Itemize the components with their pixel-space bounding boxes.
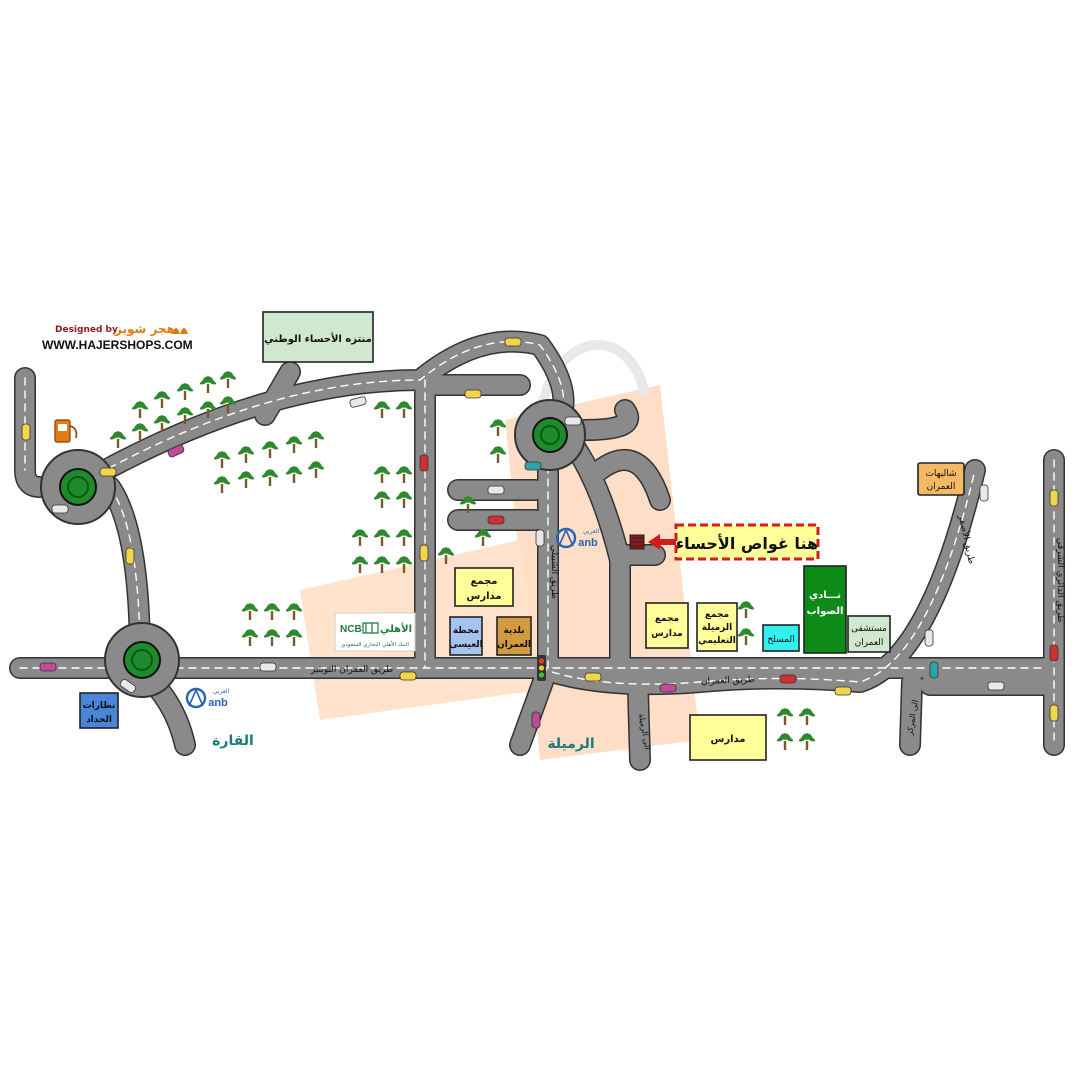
schools-complex-1: مجمع مدارس <box>454 567 514 607</box>
station-label: محطة العيسى <box>449 616 483 656</box>
rumaila-education-complex: مجمع الرميلة التعليمي <box>696 602 738 652</box>
ncb-ar: الأهلي <box>380 622 412 635</box>
optics-line-1: نظارات <box>83 701 116 711</box>
municipality-label: بلدية العمران <box>496 616 532 656</box>
rumaila-line-3: التعليمي <box>698 636 736 646</box>
town-qara: القارة <box>212 733 254 749</box>
ncb-bank-logo: NCB الأهلي البنك الأهلي التجاري السعودي <box>334 612 416 652</box>
chalets-label: شاليهات العمران <box>917 462 965 496</box>
optics-shop-label: نظارات الحداد <box>79 692 119 729</box>
anb-bank-logo-north: العربي anb <box>555 527 600 549</box>
road-dairi: طريق الدائري الشرقي <box>1055 538 1065 623</box>
anb-ar-south: العربي <box>213 688 230 695</box>
town-labels: القارة الرميلة <box>212 733 595 752</box>
roundabout-qara <box>104 622 180 698</box>
schools-complex-1-line-1: مجمع <box>471 576 498 587</box>
brand-name: هجر شوبز <box>114 322 175 337</box>
roundabout-north <box>514 399 586 471</box>
chalets-line-1: شاليهات <box>925 469 956 479</box>
traffic-light-icon <box>537 655 546 681</box>
roundabout-west <box>40 449 116 525</box>
park-label: منتزه الأحساء الوطني <box>262 311 374 363</box>
town-rumaila: الرميلة <box>547 736 594 752</box>
chalets-line-2: العمران <box>927 482 956 492</box>
anb-ar-north: العربي <box>583 528 600 535</box>
marker-arrow-icon <box>648 534 676 550</box>
club-line-2: الصواب <box>807 606 844 617</box>
optics-line-2: الحداد <box>86 715 112 725</box>
hospital-label: مستشفى العمران <box>847 615 891 653</box>
park-name: منتزه الأحساء الوطني <box>264 332 372 345</box>
hospital-line-1: مستشفى <box>851 624 887 634</box>
anb-en-north: anb <box>578 537 598 549</box>
rumaila-line-1: مجمع <box>705 610 729 620</box>
brand-logo-icon <box>172 328 188 334</box>
road-omran: طريق العمران <box>701 675 755 687</box>
municipality-line-1: بلدية <box>503 626 524 636</box>
ncb-full-name: البنك الأهلي التجاري السعودي <box>341 640 409 648</box>
road-network <box>9 330 1065 771</box>
road-tawaithir: طريق العمران التويثير <box>310 665 393 675</box>
anb-bank-logo-south: العربي anb <box>185 687 230 709</box>
slaughterhouse-label: المسلخ <box>762 624 800 652</box>
dive-center-marker: هنا غواص الأحساء <box>629 523 820 561</box>
website-url: WWW.HAJERSHOPS.COM <box>42 338 193 352</box>
schools-complex-2-line-1: مجمع <box>655 614 679 624</box>
road-shubaili: طريق الشبيلي <box>549 545 559 599</box>
station-line-1: محطة <box>453 626 479 636</box>
marker-text: هنا غواص الأحساء <box>676 534 818 553</box>
designer-credit: Designed by هجر شوبز WWW.HAJERSHOPS.COM <box>42 322 193 352</box>
designed-by-label: Designed by <box>55 325 118 335</box>
schools-complex-1-line-2: مدارس <box>467 591 502 602</box>
municipality-line-2: العمران <box>497 640 531 650</box>
schools-south: مدارس <box>689 714 767 761</box>
ncb-en: NCB <box>340 624 362 635</box>
anb-en-south: anb <box>208 697 228 709</box>
fuel-pump-icon <box>54 419 78 443</box>
rumaila-line-2: الرميلة <box>702 623 732 633</box>
station-line-2: العيسى <box>449 640 482 650</box>
schools-south-name: مدارس <box>711 734 746 745</box>
hospital-line-2: العمران <box>855 638 884 648</box>
slaughterhouse-name: المسلخ <box>767 635 794 645</box>
club-label: نـــادي الصواب <box>803 565 847 654</box>
schools-complex-2-line-2: مدارس <box>651 629 682 639</box>
club-line-1: نـــادي <box>809 590 841 601</box>
schools-complex-2: مجمع مدارس <box>645 602 689 649</box>
car-icon <box>21 337 1059 729</box>
